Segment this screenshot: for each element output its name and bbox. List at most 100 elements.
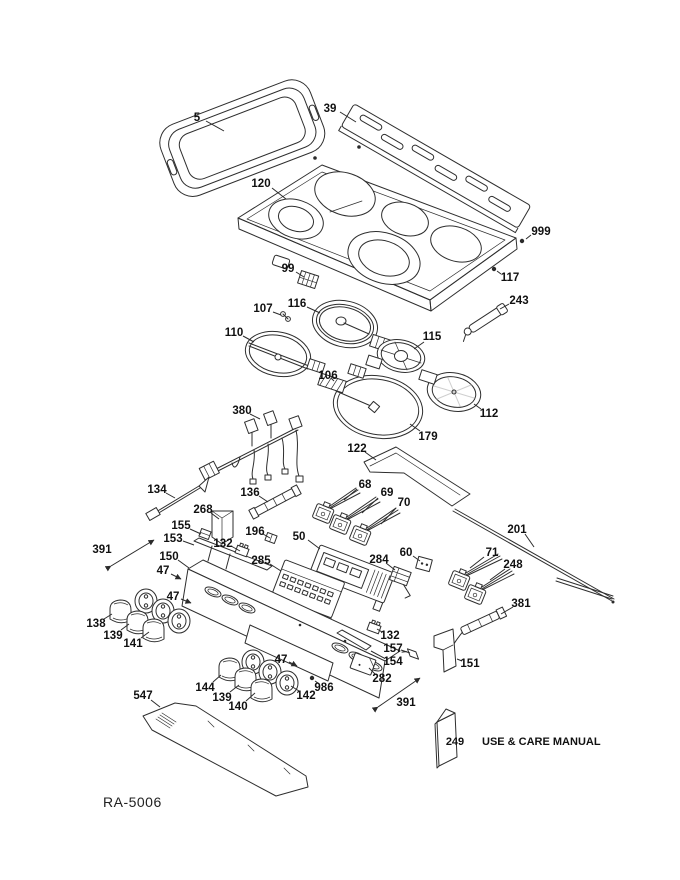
- part-leader-986: [314, 680, 319, 684]
- part-label-39: 39: [324, 103, 337, 115]
- part-154-lens: [336, 629, 372, 651]
- part-leader-144: [212, 674, 222, 683]
- part-label-150: 150: [159, 551, 178, 563]
- part-label-47: 47: [275, 654, 288, 666]
- part-label-110: 110: [225, 327, 244, 339]
- part-label-157: 157: [383, 643, 402, 655]
- part-arrow-391: [104, 539, 155, 572]
- diagram-artwork: [109, 79, 615, 797]
- part-label-112: 112: [480, 408, 499, 420]
- part-leader-70: [380, 507, 397, 525]
- part-leader-999: [525, 234, 532, 240]
- part-label-116: 116: [288, 298, 307, 310]
- part-68-switch: [311, 487, 361, 525]
- part-leader-99: [295, 271, 305, 278]
- part-leader-106: [330, 377, 335, 382]
- part-136-receptacle: [248, 484, 302, 520]
- part-label-391: 391: [396, 697, 416, 709]
- part-70-switch: [348, 507, 401, 547]
- part-leader-268: [210, 512, 220, 520]
- part-leader-110: [242, 335, 255, 343]
- part-label-99: 99: [282, 263, 295, 275]
- part-5-griddle: [159, 79, 326, 197]
- part-label-547: 547: [133, 690, 152, 702]
- part-155-clip: [198, 528, 212, 540]
- part-leader-248: [489, 568, 506, 581]
- part-leader-138: [103, 613, 113, 620]
- part-label-138: 138: [86, 618, 106, 630]
- part-380-harness: [198, 410, 304, 485]
- part-196-clip: [264, 532, 278, 544]
- part-leader-285: [269, 563, 282, 572]
- part-282-plate: [349, 652, 377, 676]
- part-label-144: 144: [195, 682, 215, 694]
- part-249-manual-booklet: [434, 708, 458, 769]
- part-leader-5: [205, 120, 225, 132]
- part-label-142: 142: [296, 690, 315, 702]
- part-label-115: 115: [423, 331, 442, 343]
- part-50-control-board: [305, 544, 395, 612]
- part-label-179: 179: [418, 431, 437, 443]
- part-label-134: 134: [147, 484, 167, 496]
- part-label-282: 282: [372, 673, 391, 685]
- part-116-surface-element: [312, 299, 391, 352]
- part-leader-380: [249, 413, 261, 420]
- part-label-153: 153: [163, 533, 182, 545]
- part-39-vent-trim: [338, 104, 531, 234]
- manual-label: USE & CARE MANUAL: [482, 736, 601, 748]
- part-label-380: 380: [232, 405, 251, 417]
- diagram-code: RA-5006: [103, 794, 162, 810]
- part-284-latch: [388, 565, 412, 599]
- part-285-keypad: [261, 559, 345, 628]
- part-leader-151: [456, 658, 463, 662]
- part-label-391: 391: [92, 544, 112, 556]
- part-leader-50: [307, 539, 321, 550]
- part-label-268: 268: [193, 504, 213, 516]
- part-leader-282: [368, 667, 376, 675]
- part-label-47: 47: [157, 565, 170, 577]
- part-label-151: 151: [460, 658, 480, 670]
- part-248-switch: [463, 568, 515, 606]
- part-leader-284: [385, 562, 396, 571]
- manual-part-number: 249: [446, 736, 464, 748]
- part-leader-179: [409, 423, 421, 432]
- part-label-106: 106: [318, 370, 337, 382]
- part-leader-196: [262, 533, 271, 539]
- part-leader-150: [177, 559, 190, 569]
- part-label-47: 47: [167, 591, 180, 603]
- part-leader-243: [499, 303, 510, 310]
- part-leader-69: [361, 497, 379, 514]
- part-71-switch: [447, 553, 503, 592]
- part-leader-153: [182, 540, 195, 546]
- part-leader-107: [272, 311, 282, 316]
- part-label-284: 284: [369, 554, 389, 566]
- part-leader-154: [370, 650, 385, 659]
- part-label-68: 68: [359, 479, 372, 491]
- part-leader-47: [170, 573, 182, 580]
- part-106-plate: [317, 372, 347, 394]
- part-label-122: 122: [347, 443, 366, 455]
- part-179-surface-element: [332, 363, 424, 440]
- part-label-71: 71: [486, 547, 499, 559]
- screw-dot-117: [491, 266, 497, 272]
- part-leader-381: [500, 606, 514, 615]
- part-label-132: 132: [380, 630, 399, 642]
- part-arrow-391: [371, 677, 421, 713]
- part-153-lens: [193, 537, 273, 571]
- part-132-connector-a: [234, 542, 250, 558]
- part-157-clip: [401, 648, 420, 660]
- part-label-201: 201: [507, 524, 527, 536]
- part-leader-68: [343, 488, 358, 501]
- part-label-140: 140: [228, 701, 247, 713]
- part-label-50: 50: [293, 531, 306, 543]
- part-99-terminal-block: [297, 270, 320, 289]
- part-label-70: 70: [398, 497, 411, 509]
- part-leader-60: [412, 555, 421, 562]
- part-leader-547: [150, 699, 161, 708]
- screw-dot-986: [309, 675, 315, 681]
- part-label-117: 117: [501, 272, 520, 284]
- part-leader-71: [469, 556, 485, 569]
- part-leader-136: [258, 495, 269, 503]
- part-120-cooktop: [237, 145, 518, 312]
